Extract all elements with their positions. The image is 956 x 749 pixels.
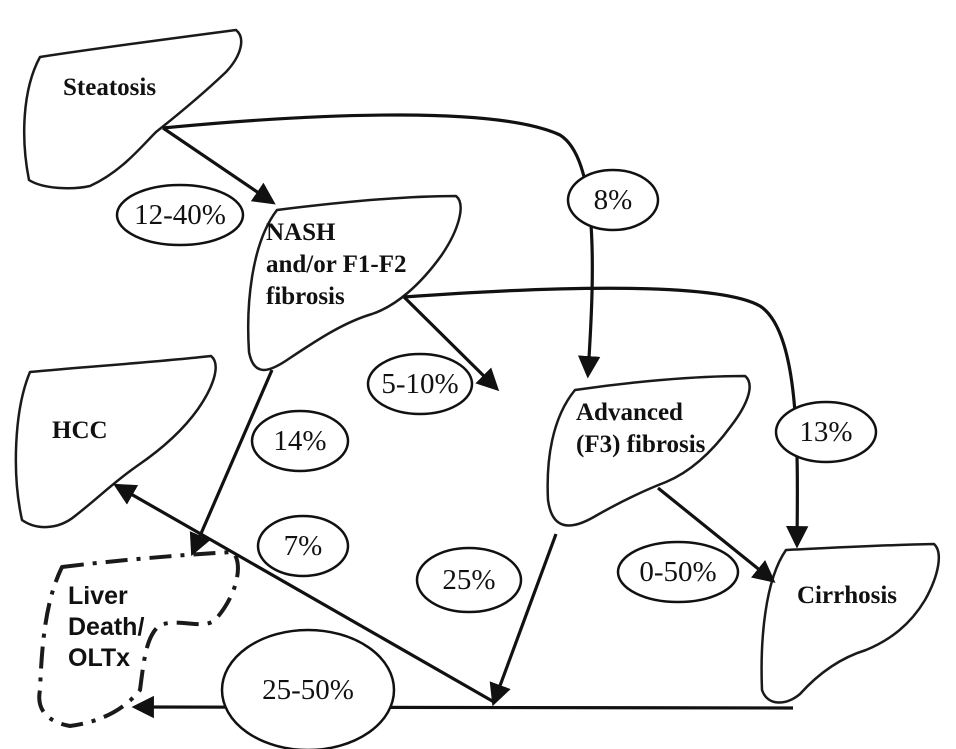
advanced-label-line-1: Advanced — [576, 399, 683, 426]
advanced-label-line-2: (F3) fibrosis — [576, 431, 706, 458]
nash-liver-shape — [246, 194, 462, 372]
steatosis-label-line-1: Steatosis — [63, 74, 156, 101]
arrow-steatosis-advanced — [162, 113, 601, 379]
pct-advanced-liver-death: 25% — [442, 564, 495, 596]
arrow-nash-advanced — [402, 295, 500, 392]
cirrhosis-label: Cirrhosis — [797, 582, 897, 609]
hcc-label-line-1: HCC — [52, 417, 108, 444]
pct-nash-cirrhosis: 13% — [799, 416, 852, 448]
arrow-advanced-cirrhosis — [656, 486, 776, 583]
pct-steatosis-nash: 12-40% — [134, 199, 226, 231]
nash-label-line-3: fibrosis — [266, 283, 345, 310]
cirrhosis-liver-shape — [760, 542, 941, 704]
pct-ring-nash-advanced — [366, 352, 474, 416]
pct-ring-advanced-cirrhosis — [616, 540, 740, 604]
pct-ring-nash-cirrhosis — [774, 400, 878, 464]
pct-ring-steatosis-advanced — [566, 168, 660, 232]
liver-death-label-line-2: Death/ — [68, 613, 144, 641]
nash-label-line-2: and/or F1-F2 — [266, 251, 407, 278]
pct-nash-liver-death: 14% — [273, 425, 326, 457]
liver-death-label-line-3: OLTx — [68, 644, 130, 672]
steatosis-label: Steatosis — [63, 74, 156, 101]
liver-death-dashed-shape — [37, 550, 240, 728]
pct-ring-nash-liver-death — [250, 409, 350, 473]
pct-nash-advanced: 5-10% — [381, 368, 458, 400]
arrow-nash-liver-death — [189, 369, 274, 557]
arrow-steatosis-nash — [162, 126, 276, 205]
arrow-advanced-liver-death — [489, 533, 558, 707]
nash-label: NASH and/or F1-F2 fibrosis — [266, 219, 407, 310]
pct-advanced-cirrhosis: 0-50% — [639, 556, 716, 588]
pct-ring-cirrhosis-liver-death — [220, 628, 396, 749]
pct-steatosis-advanced: 8% — [594, 184, 633, 216]
hcc-label: HCC — [52, 417, 108, 444]
pct-ring-cirrhosis-hcc — [256, 514, 350, 578]
hcc-liver-shape — [14, 354, 217, 529]
pct-cirrhosis-hcc: 7% — [284, 530, 323, 562]
pct-ring-advanced-liver-death — [415, 546, 523, 614]
advanced-liver-shape — [546, 374, 751, 527]
steatosis-liver-shape — [23, 28, 243, 190]
advanced-label: Advanced (F3) fibrosis — [576, 399, 706, 458]
nash-label-line-1: NASH — [266, 219, 336, 246]
pct-ring-steatosis-nash — [115, 183, 245, 247]
pct-cirrhosis-liver-death: 25-50% — [262, 674, 354, 706]
liver-death-label-line-1: Liver — [68, 582, 128, 610]
cirrhosis-label-line-1: Cirrhosis — [797, 582, 897, 609]
arrow-cirrhosis-hcc — [113, 483, 495, 704]
